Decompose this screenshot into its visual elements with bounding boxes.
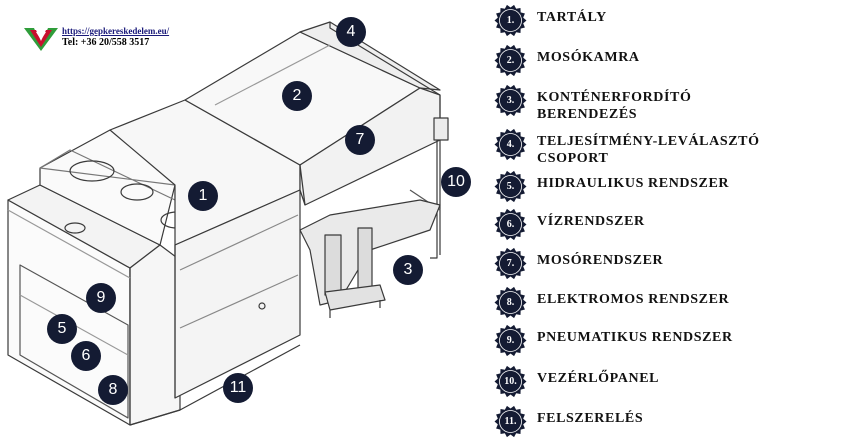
legend-label: TELJESÍTMÉNY-LEVÁLASZTÓ CSOPORT xyxy=(537,134,760,166)
legend-item: 11. FELSZERELÉS xyxy=(494,405,643,438)
callout-6: 6 xyxy=(71,341,101,371)
gear-badge-icon: 9. xyxy=(494,324,527,357)
callout-4: 4 xyxy=(336,17,366,47)
legend-item: 8. ELEKTROMOS RENDSZER xyxy=(494,286,729,319)
gear-badge-icon: 5. xyxy=(494,170,527,203)
gear-badge-icon: 8. xyxy=(494,286,527,319)
legend-label: VEZÉRLŐPANEL xyxy=(537,371,660,386)
website-link[interactable]: https://gepkereskedelem.eu/ xyxy=(62,26,170,36)
gear-badge-icon: 4. xyxy=(494,128,527,161)
legend-label: KONTÉNERFORDÍTÓ BERENDEZÉS xyxy=(537,90,692,122)
legend-label: MOSÓKAMRA xyxy=(537,50,640,65)
legend-item: 5. HIDRAULIKUS RENDSZER xyxy=(494,170,729,203)
callout-3: 3 xyxy=(393,255,423,285)
callout-11: 11 xyxy=(223,373,253,403)
legend-item: 4. TELJESÍTMÉNY-LEVÁLASZTÓ CSOPORT xyxy=(494,128,760,167)
legend-label: VÍZRENDSZER xyxy=(537,214,645,229)
gear-badge-icon: 1. xyxy=(494,4,527,37)
legend-item: 2. MOSÓKAMRA xyxy=(494,44,640,77)
legend-label: HIDRAULIKUS RENDSZER xyxy=(537,176,730,191)
callout-10: 10 xyxy=(441,167,471,197)
legend-label: TARTÁLY xyxy=(537,10,607,25)
legend-label: MOSÓRENDSZER xyxy=(537,253,664,268)
company-logo xyxy=(24,28,58,51)
gear-badge-icon: 2. xyxy=(494,44,527,77)
legend-item: 1. TARTÁLY xyxy=(494,4,607,37)
legend-item: 9. PNEUMATIKUS RENDSZER xyxy=(494,324,733,357)
legend-label: FELSZERELÉS xyxy=(537,411,644,426)
callout-2: 2 xyxy=(282,81,312,111)
gear-badge-icon: 6. xyxy=(494,208,527,241)
gear-badge-icon: 10. xyxy=(494,365,527,398)
callout-8: 8 xyxy=(98,375,128,405)
gear-badge-icon: 3. xyxy=(494,84,527,117)
legend-label: ELEKTROMOS RENDSZER xyxy=(537,292,730,307)
callout-5: 5 xyxy=(47,314,77,344)
callout-9: 9 xyxy=(86,283,116,313)
legend-item: 3. KONTÉNERFORDÍTÓ BERENDEZÉS xyxy=(494,84,691,123)
phone-number: Tel: +36 20/558 3517 xyxy=(62,37,150,48)
gear-badge-icon: 11. xyxy=(494,405,527,438)
gear-badge-icon: 7. xyxy=(494,247,527,280)
legend-item: 10. VEZÉRLŐPANEL xyxy=(494,365,659,398)
contact-info: https://gepkereskedelem.eu/ Tel: +36 20/… xyxy=(62,25,169,49)
callout-1: 1 xyxy=(188,181,218,211)
legend-label: PNEUMATIKUS RENDSZER xyxy=(537,330,733,345)
legend-item: 6. VÍZRENDSZER xyxy=(494,208,645,241)
legend-item: 7. MOSÓRENDSZER xyxy=(494,247,663,280)
callout-7: 7 xyxy=(345,125,375,155)
